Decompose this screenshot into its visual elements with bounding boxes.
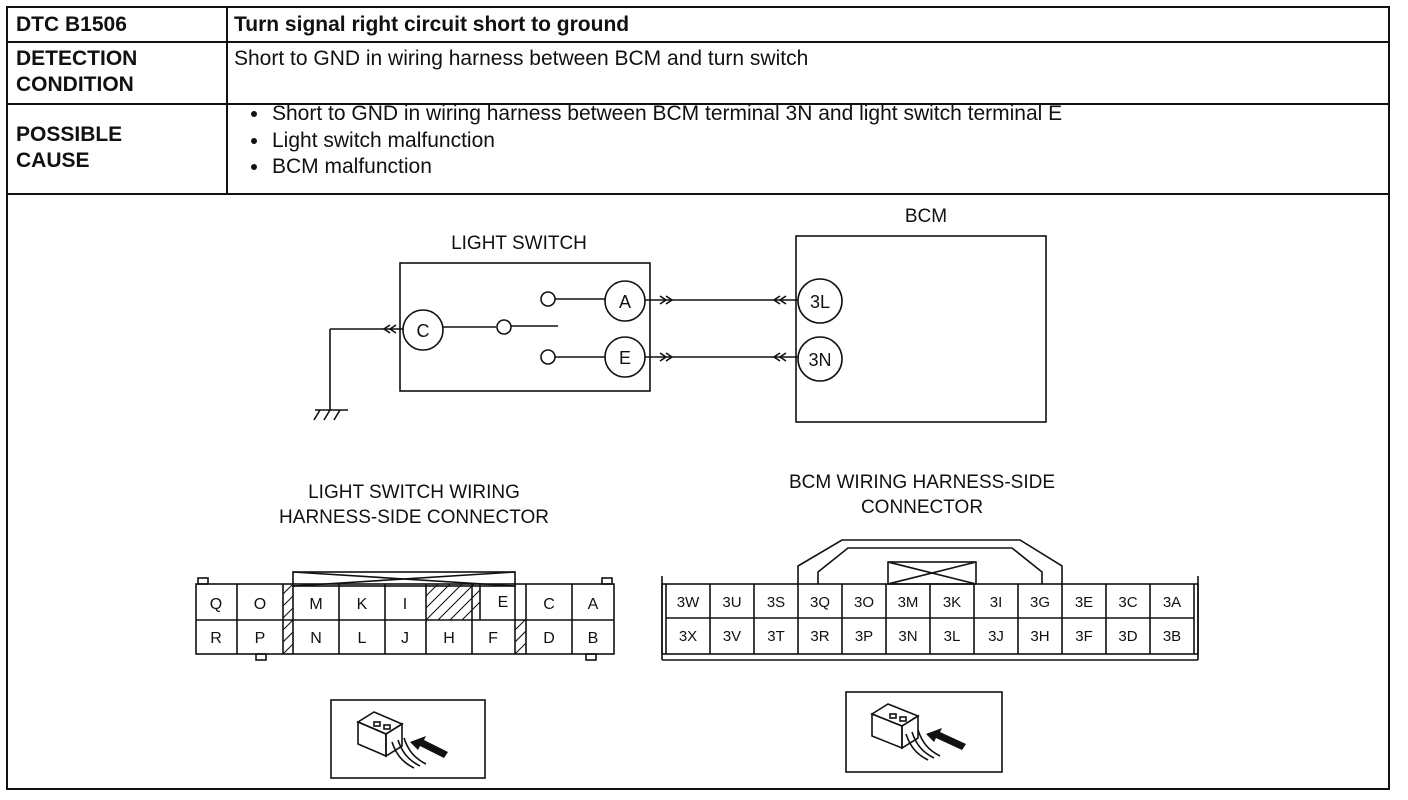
bcm-connector-title-2: CONNECTOR (861, 497, 983, 518)
pin-label: 3W (677, 594, 700, 611)
pin-label: 3C (1118, 594, 1137, 611)
pin-label: 3T (767, 628, 785, 645)
pin-label: 3O (854, 594, 874, 611)
pin-label: 3E (1075, 594, 1093, 611)
pin-label: 3U (722, 594, 741, 611)
pin-label: L (358, 630, 367, 647)
pin-label: N (310, 630, 322, 647)
pin-label: H (443, 630, 455, 647)
pin-label: J (401, 630, 409, 647)
pin-label: 3R (810, 628, 829, 645)
terminal-a-label: A (619, 292, 631, 312)
connector-view-icon (330, 699, 486, 779)
pin-label: 3J (988, 628, 1004, 645)
pin-label: 3N (898, 628, 917, 645)
row-divider (8, 103, 1388, 105)
dtc-title: Turn signal right circuit short to groun… (234, 13, 630, 36)
pin-label: B (588, 630, 599, 647)
cause-item: BCM malfunction (270, 154, 1062, 181)
terminal-a (604, 280, 646, 322)
ground-icon (313, 409, 348, 421)
pin-label: 3P (855, 628, 873, 645)
pin-label: I (403, 596, 407, 613)
pin-label: 3F (1075, 628, 1093, 645)
cause-item: Light switch malfunction (270, 128, 1062, 155)
pin-label: 3H (1030, 628, 1049, 645)
switch-contact-e (540, 349, 556, 365)
light-switch-connector-title-2: HARNESS-SIDE CONNECTOR (279, 507, 549, 528)
pin-label: D (543, 630, 555, 647)
pin-label: 3G (1030, 594, 1050, 611)
terminal-3n-label: 3N (808, 350, 831, 370)
pin-label: F (488, 630, 498, 647)
light-switch-connector-title-1: LIGHT SWITCH WIRING (308, 482, 520, 503)
light-switch-title: LIGHT SWITCH (451, 233, 587, 254)
switch-pivot (496, 319, 512, 335)
bcm-connector (661, 539, 1199, 661)
hatched-cell (282, 583, 527, 655)
dtc-code: DTC B1506 (16, 13, 127, 36)
bcm-connector-title-1: BCM WIRING HARNESS-SIDE (789, 472, 1055, 493)
pin-label: 3V (723, 628, 741, 645)
pin-label: 3L (944, 628, 961, 645)
switch-contact-a (540, 291, 556, 307)
detection-label-line2: CONDITION (16, 73, 134, 96)
terminal-c-label: C (417, 321, 430, 341)
column-divider (226, 8, 228, 195)
pin-label: K (357, 596, 368, 613)
pin-label: O (254, 596, 266, 613)
terminal-c (402, 309, 444, 351)
arrow-icon (410, 736, 448, 758)
pin-label: 3A (1163, 594, 1181, 611)
pin-label: E (498, 594, 509, 611)
pin-label: 3M (898, 594, 919, 611)
pin-label: Q (210, 596, 222, 613)
pin-label: 3I (990, 594, 1003, 611)
pin-label: 3K (943, 594, 961, 611)
pin-label: 3X (679, 628, 697, 645)
possible-cause-list: Short to GND in wiring harness between B… (230, 101, 1062, 181)
detection-condition-text: Short to GND in wiring harness between B… (234, 47, 809, 70)
bcm-title: BCM (905, 206, 947, 227)
pin-label: 3Q (810, 594, 830, 611)
dtc-sheet: DTC B1506 Turn signal right circuit shor… (6, 6, 1390, 790)
pin-label: M (309, 596, 322, 613)
pin-label: C (543, 596, 555, 613)
row-divider (8, 193, 1388, 195)
arrow-icon (926, 728, 966, 750)
cause-label-line1: POSSIBLE (16, 123, 123, 146)
light-switch-box (399, 262, 651, 392)
light-switch-connector (195, 571, 615, 661)
row-divider (8, 41, 1388, 43)
terminal-3l-label: 3L (810, 292, 830, 312)
cause-item: Short to GND in wiring harness between B… (270, 101, 1062, 128)
pin-label: A (588, 596, 599, 613)
pin-label: 3D (1118, 628, 1137, 645)
pin-label: 3S (767, 594, 785, 611)
pin-label: 3B (1163, 628, 1181, 645)
pin-label: R (210, 630, 222, 647)
terminal-3n (797, 336, 843, 382)
terminal-3l (797, 278, 843, 324)
connector-view-icon (845, 691, 1003, 773)
detection-label-line1: DETECTION (16, 47, 138, 70)
cause-label-line2: CAUSE (16, 149, 90, 172)
bcm-box (795, 235, 1047, 423)
pin-label: P (255, 630, 266, 647)
terminal-e-label: E (619, 348, 631, 368)
